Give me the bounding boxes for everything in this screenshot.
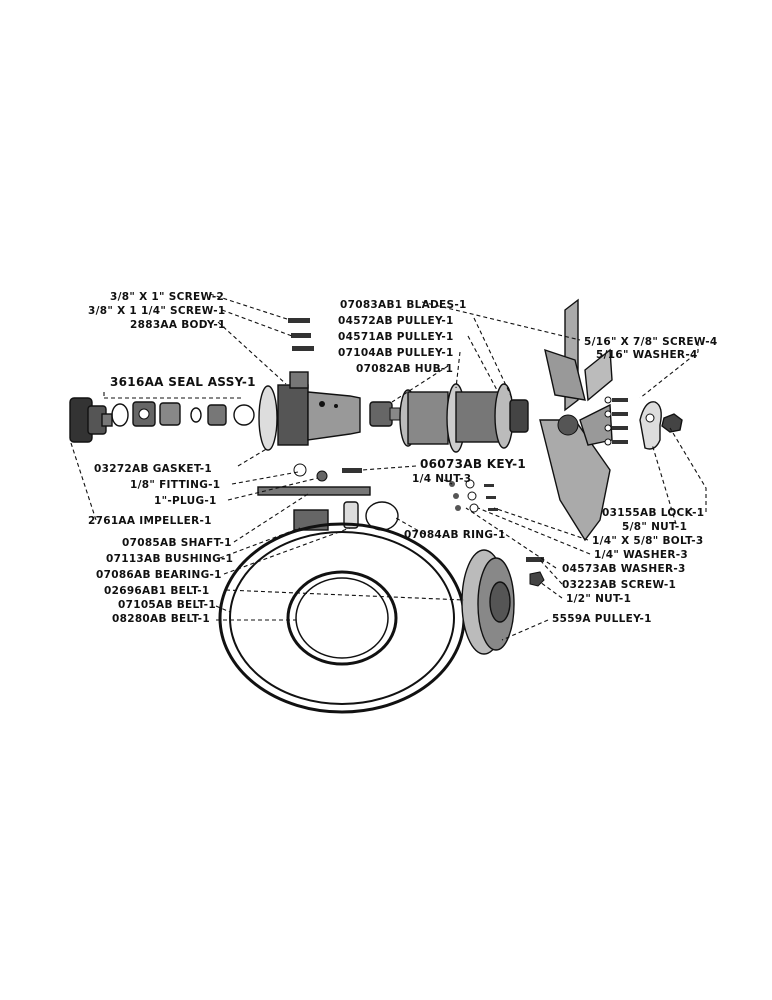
label-washer-3: 04573AB WASHER-3 <box>562 563 686 575</box>
label-impeller: 2761AA IMPELLER-1 <box>88 515 212 527</box>
label-blades: 07083AB1 BLADES-1 <box>340 299 467 311</box>
label-seal-assy: 3616AA SEAL ASSY-1 <box>110 375 256 389</box>
label-bearing: 07086AB BEARING-1 <box>96 569 222 581</box>
impeller-part <box>69 397 113 443</box>
label-ring: 07084AB RING-1 <box>404 529 506 541</box>
seal-assembly-part <box>111 401 255 427</box>
label-lock: 03155AB LOCK-1 <box>602 507 704 519</box>
label-nut-3: 1/4 NUT-3 <box>412 473 471 485</box>
label-gasket: 03272AB GASKET-1 <box>94 463 212 475</box>
label-washer-3-quarter: 1/4" WASHER-3 <box>594 549 688 561</box>
label-bolt-3: 1/4" X 5/8" BOLT-3 <box>592 535 703 547</box>
label-belt-07105: 07105AB BELT-1 <box>118 599 216 611</box>
label-bushing: 07113AB BUSHING-1 <box>106 553 233 565</box>
pulley-stack-part <box>399 383 529 453</box>
label-belt-02696: 02696AB1 BELT-1 <box>104 585 210 597</box>
label-body: 2883AA BODY-1 <box>130 319 226 331</box>
body-screws-part <box>288 318 314 351</box>
leader-lines <box>69 293 707 641</box>
label-screw-4: 5/16" X 7/8" SCREW-4 <box>584 336 718 348</box>
label-pulley-04571: 04571AB PULLEY-1 <box>338 331 454 343</box>
belts-part <box>218 522 466 714</box>
label-screw-03223: 03223AB SCREW-1 <box>562 579 676 591</box>
label-belt-08280: 08280AB BELT-1 <box>112 613 210 625</box>
hub-part <box>369 401 401 427</box>
fitting-plug-key-part <box>293 463 362 482</box>
label-key: 06073AB KEY-1 <box>420 457 526 471</box>
lower-pulley-part <box>461 549 545 655</box>
label-nut-half: 1/2" NUT-1 <box>566 593 631 605</box>
pump-body-part <box>258 371 361 451</box>
label-pulley-07104: 07104AB PULLEY-1 <box>338 347 454 359</box>
label-screw-2: 3/8" X 1" SCREW-2 <box>110 291 224 303</box>
small-hardware-part <box>449 479 498 513</box>
labels: 3/8" X 1" SCREW-2 3/8" X 1 1/4" SCREW-1 … <box>88 291 718 625</box>
label-hub: 07082AB HUB-1 <box>356 363 453 375</box>
label-shaft: 07085AB SHAFT-1 <box>122 537 232 549</box>
label-washer-4: 5/16" WASHER-4 <box>596 349 698 361</box>
lock-and-nut-part <box>639 401 683 450</box>
fan-screws-part <box>604 396 628 446</box>
fan-blades-part <box>539 298 613 542</box>
label-plug: 1"-PLUG-1 <box>154 495 217 507</box>
label-fitting: 1/8" FITTING-1 <box>130 479 220 491</box>
label-pulley-5559: 5559A PULLEY-1 <box>552 613 652 625</box>
label-pulley-04572: 04572AB PULLEY-1 <box>338 315 454 327</box>
label-screw-1: 3/8" X 1 1/4" SCREW-1 <box>88 305 225 317</box>
label-nut-1: 5/8" NUT-1 <box>622 521 687 533</box>
